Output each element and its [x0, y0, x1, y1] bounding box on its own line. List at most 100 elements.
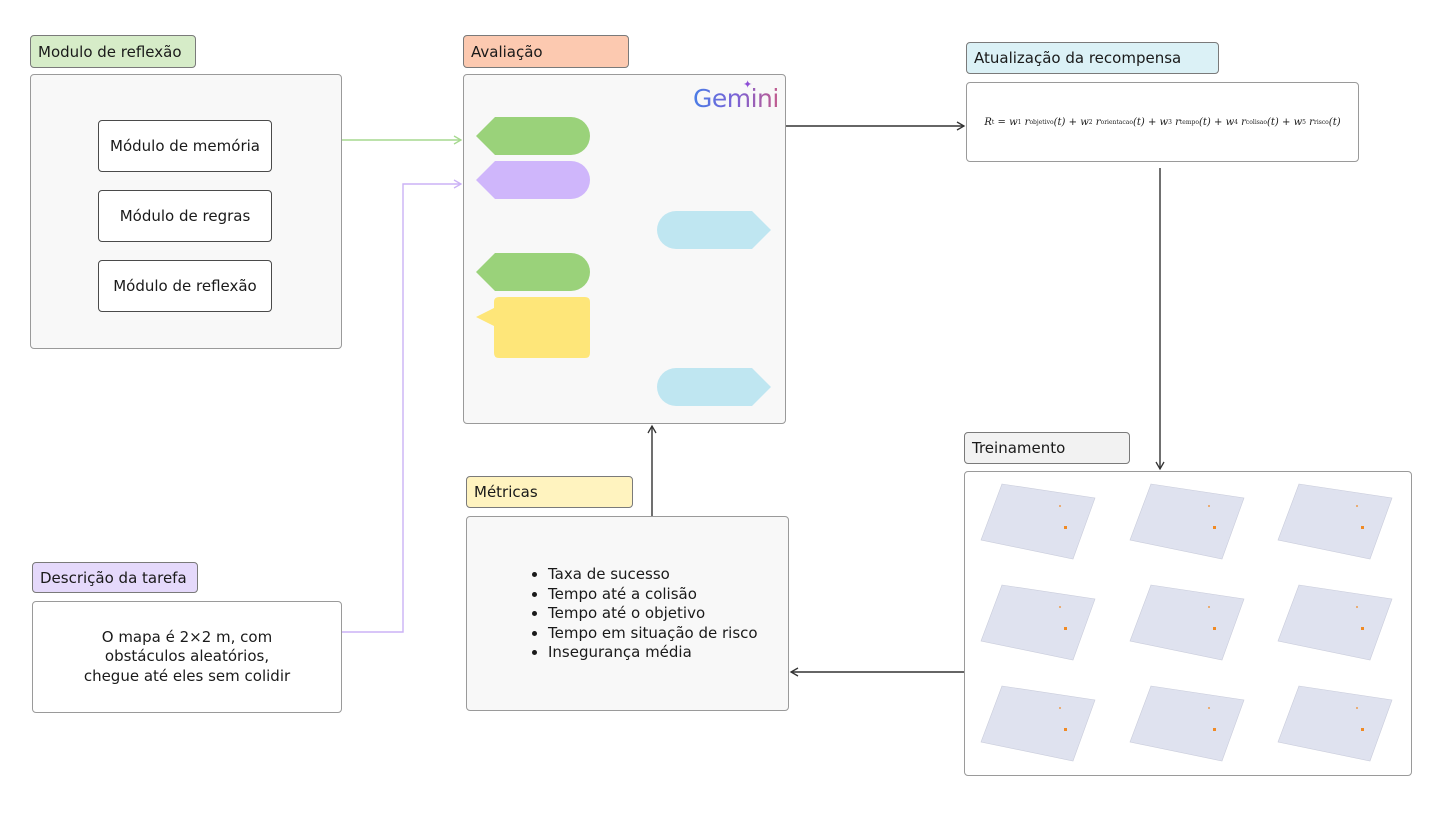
- task-line-3: chegue até eles sem colidir: [83, 666, 291, 685]
- metrics-panel: [466, 516, 789, 711]
- obstacle-marker: [1356, 606, 1358, 608]
- chat-bubble-green: [476, 117, 590, 155]
- simulation-tile: [980, 483, 1096, 560]
- task-description-text: O mapa é 2×2 m, com obstáculos aleatório…: [32, 601, 342, 713]
- formula-w1-sub: 1: [1017, 118, 1022, 126]
- chat-bubble-yellow: [476, 297, 590, 358]
- task-description-title-text: Descrição da tarefa: [40, 568, 187, 587]
- robot-marker: [1213, 728, 1216, 731]
- simulation-tile: [1129, 584, 1245, 661]
- simulation-floor: [1277, 483, 1393, 560]
- robot-marker: [1064, 728, 1067, 731]
- simulation-tile: [980, 584, 1096, 661]
- robot-marker: [1361, 728, 1364, 731]
- reflection-module-box: Módulo de reflexão: [98, 260, 272, 312]
- gemini-logo: Gemini ✦: [693, 78, 779, 113]
- obstacle-marker: [1059, 707, 1061, 709]
- formula-arg2: (t): [1132, 116, 1145, 128]
- chat-bubble-green: [476, 253, 590, 291]
- training-title: Treinamento: [964, 432, 1130, 464]
- formula-r1-sub: objetivo: [1029, 118, 1054, 126]
- obstacle-marker: [1208, 606, 1210, 608]
- chat-bubble-blue: [657, 368, 771, 406]
- task-description-title: Descrição da tarefa: [32, 562, 198, 593]
- formula-r3: r: [1175, 116, 1180, 128]
- simulation-tile: [1277, 483, 1393, 560]
- simulation-floor: [980, 483, 1096, 560]
- task-description-panel: [32, 601, 342, 713]
- robot-marker: [1213, 526, 1216, 529]
- formula-w1: w: [1009, 116, 1018, 128]
- rules-module-box: Módulo de regras: [98, 190, 272, 242]
- robot-marker: [1361, 526, 1364, 529]
- formula-w4: w: [1225, 116, 1235, 128]
- formula-r2-sub: orientacao: [1100, 118, 1133, 126]
- formula-r4-sub: colisao: [1245, 118, 1268, 126]
- formula-arg5: (t): [1328, 116, 1341, 128]
- metrics-title-text: Métricas: [474, 483, 538, 501]
- obstacle-marker: [1059, 505, 1061, 507]
- task-line-1: O mapa é 2×2 m, com: [101, 627, 273, 646]
- robot-marker: [1064, 627, 1067, 630]
- formula-r1: r: [1024, 116, 1030, 128]
- training-title-text: Treinamento: [972, 439, 1066, 457]
- robot-marker: [1064, 526, 1067, 529]
- formula-w3-sub: 3: [1168, 118, 1172, 126]
- simulation-tile: [980, 685, 1096, 762]
- simulation-floor: [1129, 483, 1245, 560]
- obstacle-marker: [1356, 707, 1358, 709]
- metric-item: Taxa de sucesso: [548, 565, 758, 585]
- simulation-floor: [1277, 685, 1393, 762]
- memory-module-box: Módulo de memória: [98, 120, 272, 172]
- formula-r3-sub: tempo: [1179, 118, 1199, 126]
- evaluation-title-text: Avaliação: [471, 42, 543, 61]
- simulation-tile: [1129, 685, 1245, 762]
- simulation-floor: [980, 584, 1096, 661]
- formula-r5-sub: risco: [1313, 118, 1329, 126]
- simulation-tile: [1277, 685, 1393, 762]
- formula-lhs: R: [984, 116, 992, 128]
- metric-item: Tempo em situação de risco: [548, 624, 758, 644]
- evaluation-title: Avaliação: [463, 35, 629, 68]
- formula-arg3: (t): [1198, 116, 1211, 128]
- reward-update-title-text: Atualização da recompensa: [974, 49, 1182, 67]
- sparkle-icon: ✦: [743, 78, 752, 91]
- metric-item: Tempo até o objetivo: [548, 604, 758, 624]
- metric-item: Insegurança média: [548, 643, 758, 663]
- reflection-module-title-text: Modulo de reflexão: [38, 42, 182, 61]
- formula-arg4: (t): [1267, 116, 1279, 128]
- simulation-floor: [1277, 584, 1393, 661]
- simulation-grid: [980, 483, 1393, 762]
- formula-arg1: (t): [1053, 116, 1066, 128]
- chat-bubble-blue: [657, 211, 771, 249]
- metric-item: Tempo até a colisão: [548, 585, 758, 605]
- memory-module-label: Módulo de memória: [110, 137, 260, 155]
- reflection-module-label: Módulo de reflexão: [113, 277, 257, 295]
- simulation-tile: [1277, 584, 1393, 661]
- formula-r2: r: [1095, 116, 1101, 128]
- reward-formula-panel: [966, 82, 1359, 162]
- simulation-floor: [1129, 584, 1245, 661]
- obstacle-marker: [1059, 606, 1061, 608]
- obstacle-marker: [1208, 707, 1210, 709]
- task-line-2: obstáculos aleatórios,: [104, 647, 270, 666]
- reflection-module-title: Modulo de reflexão: [30, 35, 196, 68]
- rules-module-label: Módulo de regras: [119, 207, 251, 225]
- obstacle-marker: [1208, 505, 1210, 507]
- formula-w4-sub: 4: [1234, 118, 1238, 126]
- formula-r5: r: [1309, 116, 1314, 128]
- arrow-task-to-evaluation: [342, 179, 463, 633]
- metrics-list: Taxa de sucesso Tempo até a colisão Temp…: [532, 565, 758, 663]
- formula-w5: w: [1293, 116, 1303, 128]
- formula-w5-sub: 5: [1302, 118, 1306, 126]
- formula-w3: w: [1159, 116, 1169, 128]
- formula-lhs-sub: t: [991, 118, 995, 126]
- formula-w2-sub: 2: [1088, 118, 1093, 126]
- formula-w2: w: [1080, 116, 1089, 128]
- obstacle-marker: [1356, 505, 1358, 507]
- reward-update-title: Atualização da recompensa: [966, 42, 1219, 74]
- metrics-title: Métricas: [466, 476, 633, 508]
- formula-r4: r: [1241, 116, 1246, 128]
